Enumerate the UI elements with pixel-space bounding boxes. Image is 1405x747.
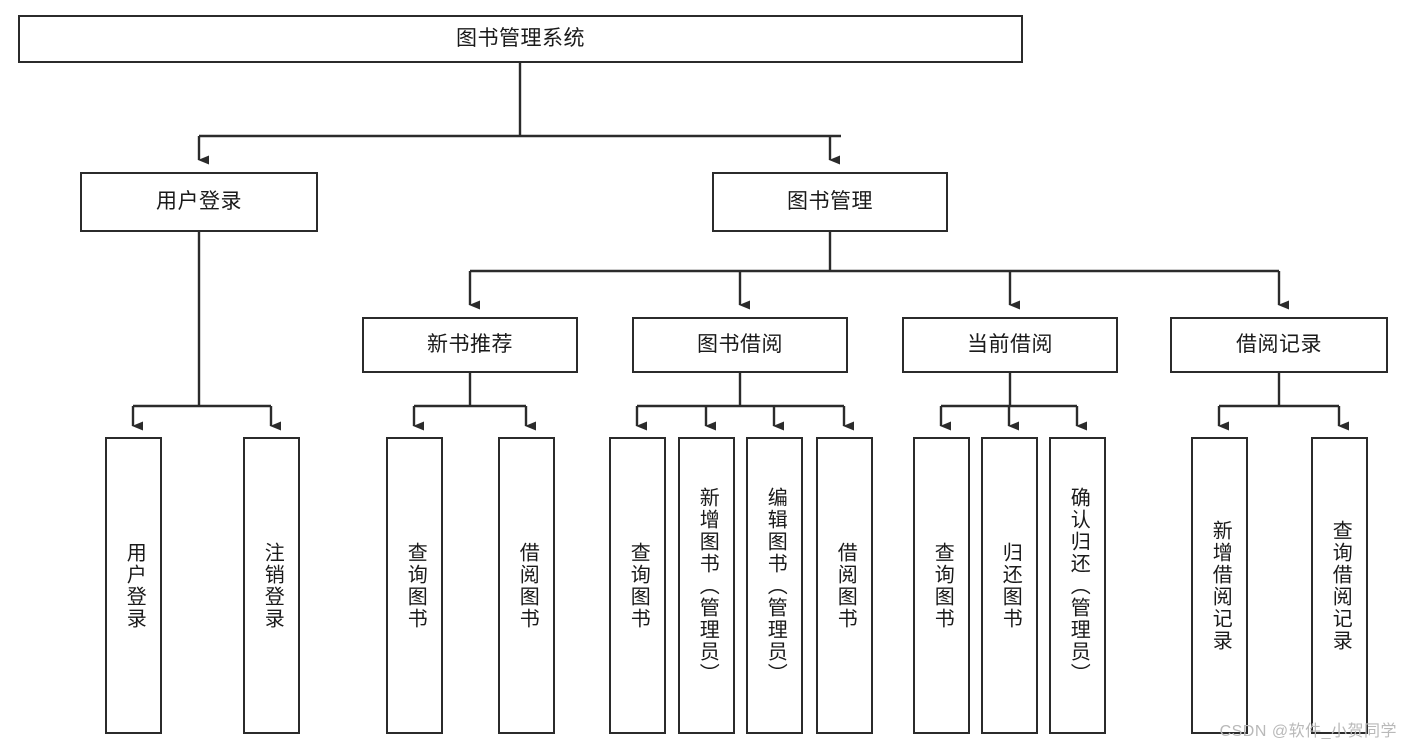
node-leaf-query-book-2[interactable]: 查询图书 [609, 437, 666, 734]
node-leaf-user-login-label: 用户登录 [123, 541, 146, 630]
node-leaf-add-record-label: 新增借阅记录 [1209, 519, 1232, 652]
node-leaf-borrow-book-2[interactable]: 借阅图书 [816, 437, 873, 734]
node-new-book-recommend-label: 新书推荐 [427, 332, 513, 356]
node-leaf-borrow-book-1[interactable]: 借阅图书 [498, 437, 555, 734]
node-leaf-borrow-book-2-label: 借阅图书 [834, 541, 857, 630]
node-leaf-query-record-label: 查询借阅记录 [1329, 519, 1352, 652]
node-leaf-add-book[interactable]: 新增图书（管理员） [678, 437, 735, 734]
node-user-login[interactable]: 用户登录 [80, 172, 318, 232]
node-root-system-label: 图书管理系统 [456, 26, 585, 50]
node-leaf-confirm-return-label: 确认归还（管理员） [1067, 486, 1090, 685]
node-book-borrow[interactable]: 图书借阅 [632, 317, 848, 373]
node-borrow-record-label: 借阅记录 [1236, 332, 1322, 356]
node-leaf-query-book-1-label: 查询图书 [404, 541, 427, 630]
node-current-borrow[interactable]: 当前借阅 [902, 317, 1118, 373]
node-root-system[interactable]: 图书管理系统 [18, 15, 1023, 63]
node-leaf-query-book-3[interactable]: 查询图书 [913, 437, 970, 734]
node-leaf-query-book-2-label: 查询图书 [627, 541, 650, 630]
node-book-borrow-label: 图书借阅 [697, 332, 783, 356]
node-leaf-edit-book[interactable]: 编辑图书（管理员） [746, 437, 803, 734]
node-leaf-return-book-label: 归还图书 [999, 541, 1022, 630]
node-leaf-query-book-3-label: 查询图书 [931, 541, 954, 630]
node-borrow-record[interactable]: 借阅记录 [1170, 317, 1388, 373]
node-user-login-label: 用户登录 [156, 189, 242, 213]
node-new-book-recommend[interactable]: 新书推荐 [362, 317, 578, 373]
node-book-manage-label: 图书管理 [787, 189, 873, 213]
node-leaf-confirm-return[interactable]: 确认归还（管理员） [1049, 437, 1106, 734]
node-leaf-query-book-1[interactable]: 查询图书 [386, 437, 443, 734]
node-leaf-query-record[interactable]: 查询借阅记录 [1311, 437, 1368, 734]
node-leaf-user-logout[interactable]: 注销登录 [243, 437, 300, 734]
node-leaf-return-book[interactable]: 归还图书 [981, 437, 1038, 734]
node-leaf-edit-book-label: 编辑图书（管理员） [764, 486, 787, 685]
node-leaf-user-logout-label: 注销登录 [261, 541, 284, 630]
node-current-borrow-label: 当前借阅 [967, 332, 1053, 356]
node-leaf-add-book-label: 新增图书（管理员） [696, 486, 719, 685]
node-leaf-add-record[interactable]: 新增借阅记录 [1191, 437, 1248, 734]
node-leaf-borrow-book-1-label: 借阅图书 [516, 541, 539, 630]
csdn-watermark: CSDN @软件_小贺同学 [1219, 723, 1397, 740]
node-book-manage[interactable]: 图书管理 [712, 172, 948, 232]
node-leaf-user-login[interactable]: 用户登录 [105, 437, 162, 734]
